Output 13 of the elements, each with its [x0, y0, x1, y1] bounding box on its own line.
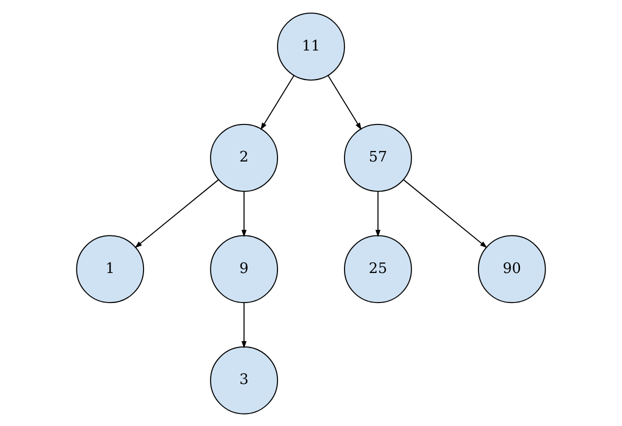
node-circle: 90	[478, 234, 546, 303]
node-circle: 9	[210, 234, 278, 303]
node-circle: 3	[210, 346, 278, 414]
arrow	[260, 74, 294, 130]
arrow	[242, 302, 247, 348]
arrow	[328, 74, 362, 130]
node-circle: 1	[76, 234, 144, 303]
arrow	[134, 178, 219, 248]
arrow	[375, 190, 380, 237]
arrow	[242, 190, 247, 237]
node-circle: 25	[344, 234, 412, 303]
node-circle: 11	[277, 12, 345, 80]
arrow	[403, 178, 488, 248]
